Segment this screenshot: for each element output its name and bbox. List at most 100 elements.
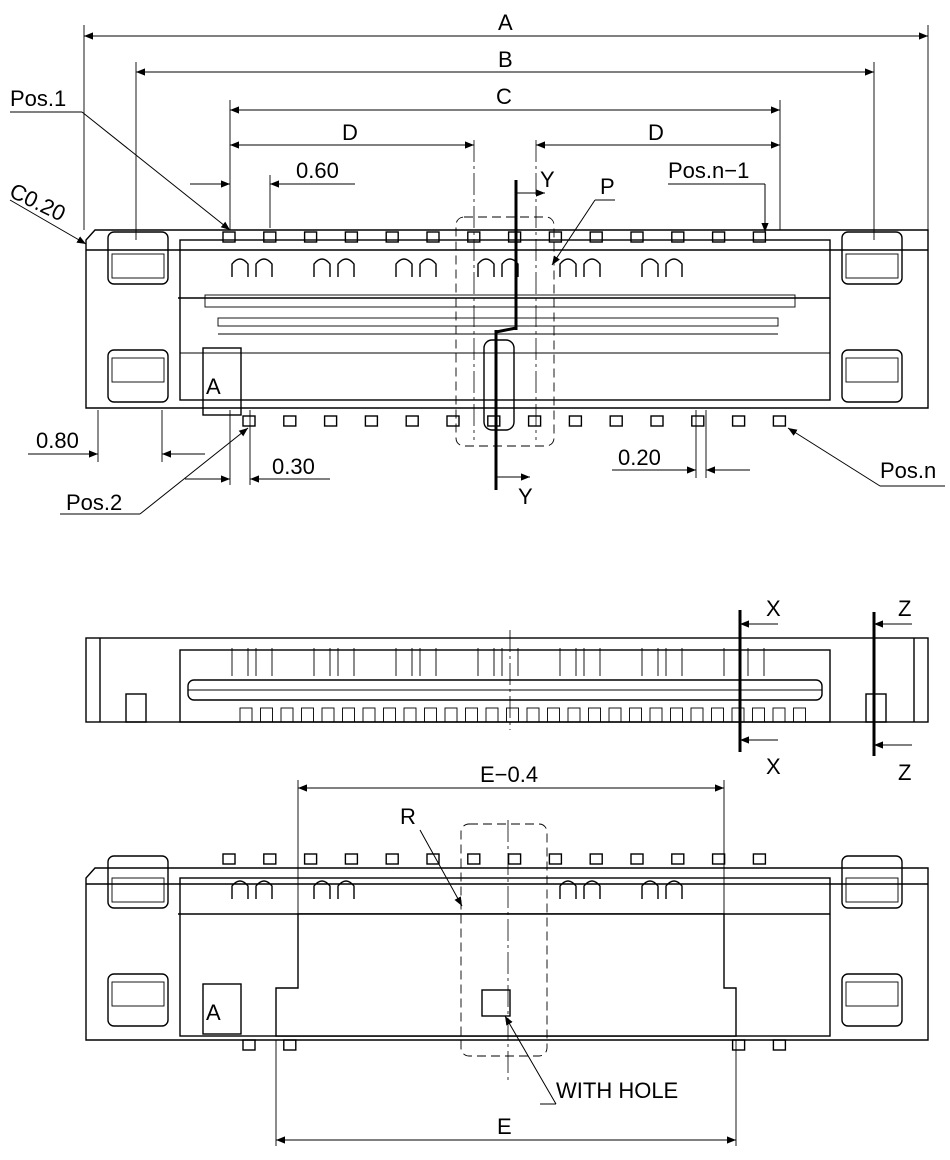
terminal-pin	[344, 231, 359, 243]
terminal-pin	[548, 231, 563, 243]
x-label-bottom: X	[766, 754, 781, 779]
dim-020: 0.20	[618, 445, 661, 470]
side-pin	[690, 707, 704, 723]
terminal-pin	[263, 853, 277, 865]
side-pin	[260, 707, 273, 723]
y-label-top: Y	[540, 167, 555, 192]
terminal-pin	[589, 853, 603, 865]
contact-spring	[559, 880, 601, 899]
dim-080: 0.80	[36, 428, 79, 453]
polarity-mark: A	[206, 374, 221, 399]
end-cap	[107, 349, 169, 403]
side-pin	[649, 707, 663, 723]
side-pin	[321, 707, 335, 723]
side-contact	[641, 648, 683, 676]
contact-spring	[395, 258, 437, 277]
terminal-pin	[630, 231, 644, 243]
side-pin	[362, 707, 376, 723]
bottom-view: A E−0.4 E R WITH HOLE	[85, 762, 929, 1146]
side-pin	[772, 707, 786, 723]
side-pin	[342, 707, 355, 723]
end-cap	[111, 877, 165, 903]
side-pin	[485, 707, 499, 723]
side-pin	[588, 707, 601, 723]
terminal-pin	[242, 415, 256, 427]
terminal-pin	[711, 231, 726, 243]
terminal-pin	[507, 853, 522, 865]
top-dimensions	[9, 25, 945, 515]
p-label: P	[600, 174, 615, 199]
terminal-pin	[364, 415, 379, 427]
terminal-pin	[671, 853, 685, 865]
side-pin	[547, 707, 560, 723]
terminal-pin	[752, 853, 767, 865]
terminal-pin	[772, 415, 787, 427]
dim-e: E	[497, 1114, 512, 1139]
terminal-pin	[263, 231, 277, 243]
side-pin	[280, 707, 294, 723]
terminal-pin	[242, 1039, 256, 1051]
contact-spring	[559, 258, 601, 277]
polarity-mark-bottom: A	[206, 1000, 221, 1025]
contact-spring	[641, 880, 683, 899]
side-pin	[629, 707, 642, 723]
terminal-pin	[731, 415, 746, 427]
contact-spring	[641, 258, 683, 277]
top-view: A	[85, 140, 929, 490]
side-contact	[395, 648, 437, 676]
terminal-pin	[385, 231, 399, 243]
y-label-bottom: Y	[518, 484, 533, 509]
terminal-pin	[344, 853, 359, 865]
terminal-pin	[731, 1039, 746, 1051]
terminal-pin	[650, 415, 664, 427]
terminal-pin	[467, 853, 481, 865]
side-contact	[313, 648, 355, 676]
dim-pitch: 0.60	[296, 158, 339, 183]
terminal-pin	[772, 1039, 787, 1051]
terminal-pin	[609, 415, 623, 427]
dim-030: 0.30	[272, 454, 315, 479]
side-contact	[231, 648, 273, 676]
end-cap	[845, 877, 899, 903]
end-cap	[841, 231, 903, 285]
z-label-bottom: Z	[898, 760, 911, 785]
side-contact	[723, 648, 765, 676]
side-pin	[731, 707, 745, 723]
dim-d-left: D	[342, 120, 358, 145]
side-pin	[567, 707, 581, 723]
terminal-pin	[671, 231, 685, 243]
pos1-label: Pos.1	[10, 86, 66, 111]
end-cap	[845, 981, 899, 1007]
with-hole-label: WITH HOLE	[556, 1078, 678, 1103]
contact-spring	[313, 880, 355, 899]
terminal-pin	[527, 415, 542, 427]
top-labels: A B C D D 0.60 0.80 0.30 0.20 C0.20 Pos.…	[6, 10, 936, 515]
side-pin	[301, 707, 314, 723]
terminal-pin	[385, 853, 399, 865]
side-pin	[752, 707, 765, 723]
terminal-pin	[711, 853, 726, 865]
contact-spring	[313, 258, 355, 277]
posn-1-label: Pos.n−1	[668, 158, 749, 183]
posn-label: Pos.n	[880, 458, 936, 483]
side-pin	[506, 707, 519, 723]
side-pin	[465, 707, 478, 723]
terminal-pin	[487, 415, 501, 427]
side-view: X X Z Z	[85, 596, 929, 785]
dim-e-minus: E−0.4	[480, 762, 538, 787]
chamfer-label: C0.20	[6, 178, 70, 226]
terminal-pin	[426, 853, 440, 865]
contact-spring	[477, 258, 519, 277]
side-pin	[424, 707, 437, 723]
dim-c: C	[496, 84, 512, 109]
end-cap	[841, 349, 903, 403]
end-cap	[107, 855, 169, 909]
side-pin	[444, 707, 458, 723]
side-pin	[526, 707, 540, 723]
r-label: R	[400, 804, 416, 829]
terminal-pin	[630, 853, 644, 865]
end-cap	[111, 981, 165, 1007]
pos2-label: Pos.2	[66, 490, 122, 515]
terminal-pin	[426, 231, 440, 243]
